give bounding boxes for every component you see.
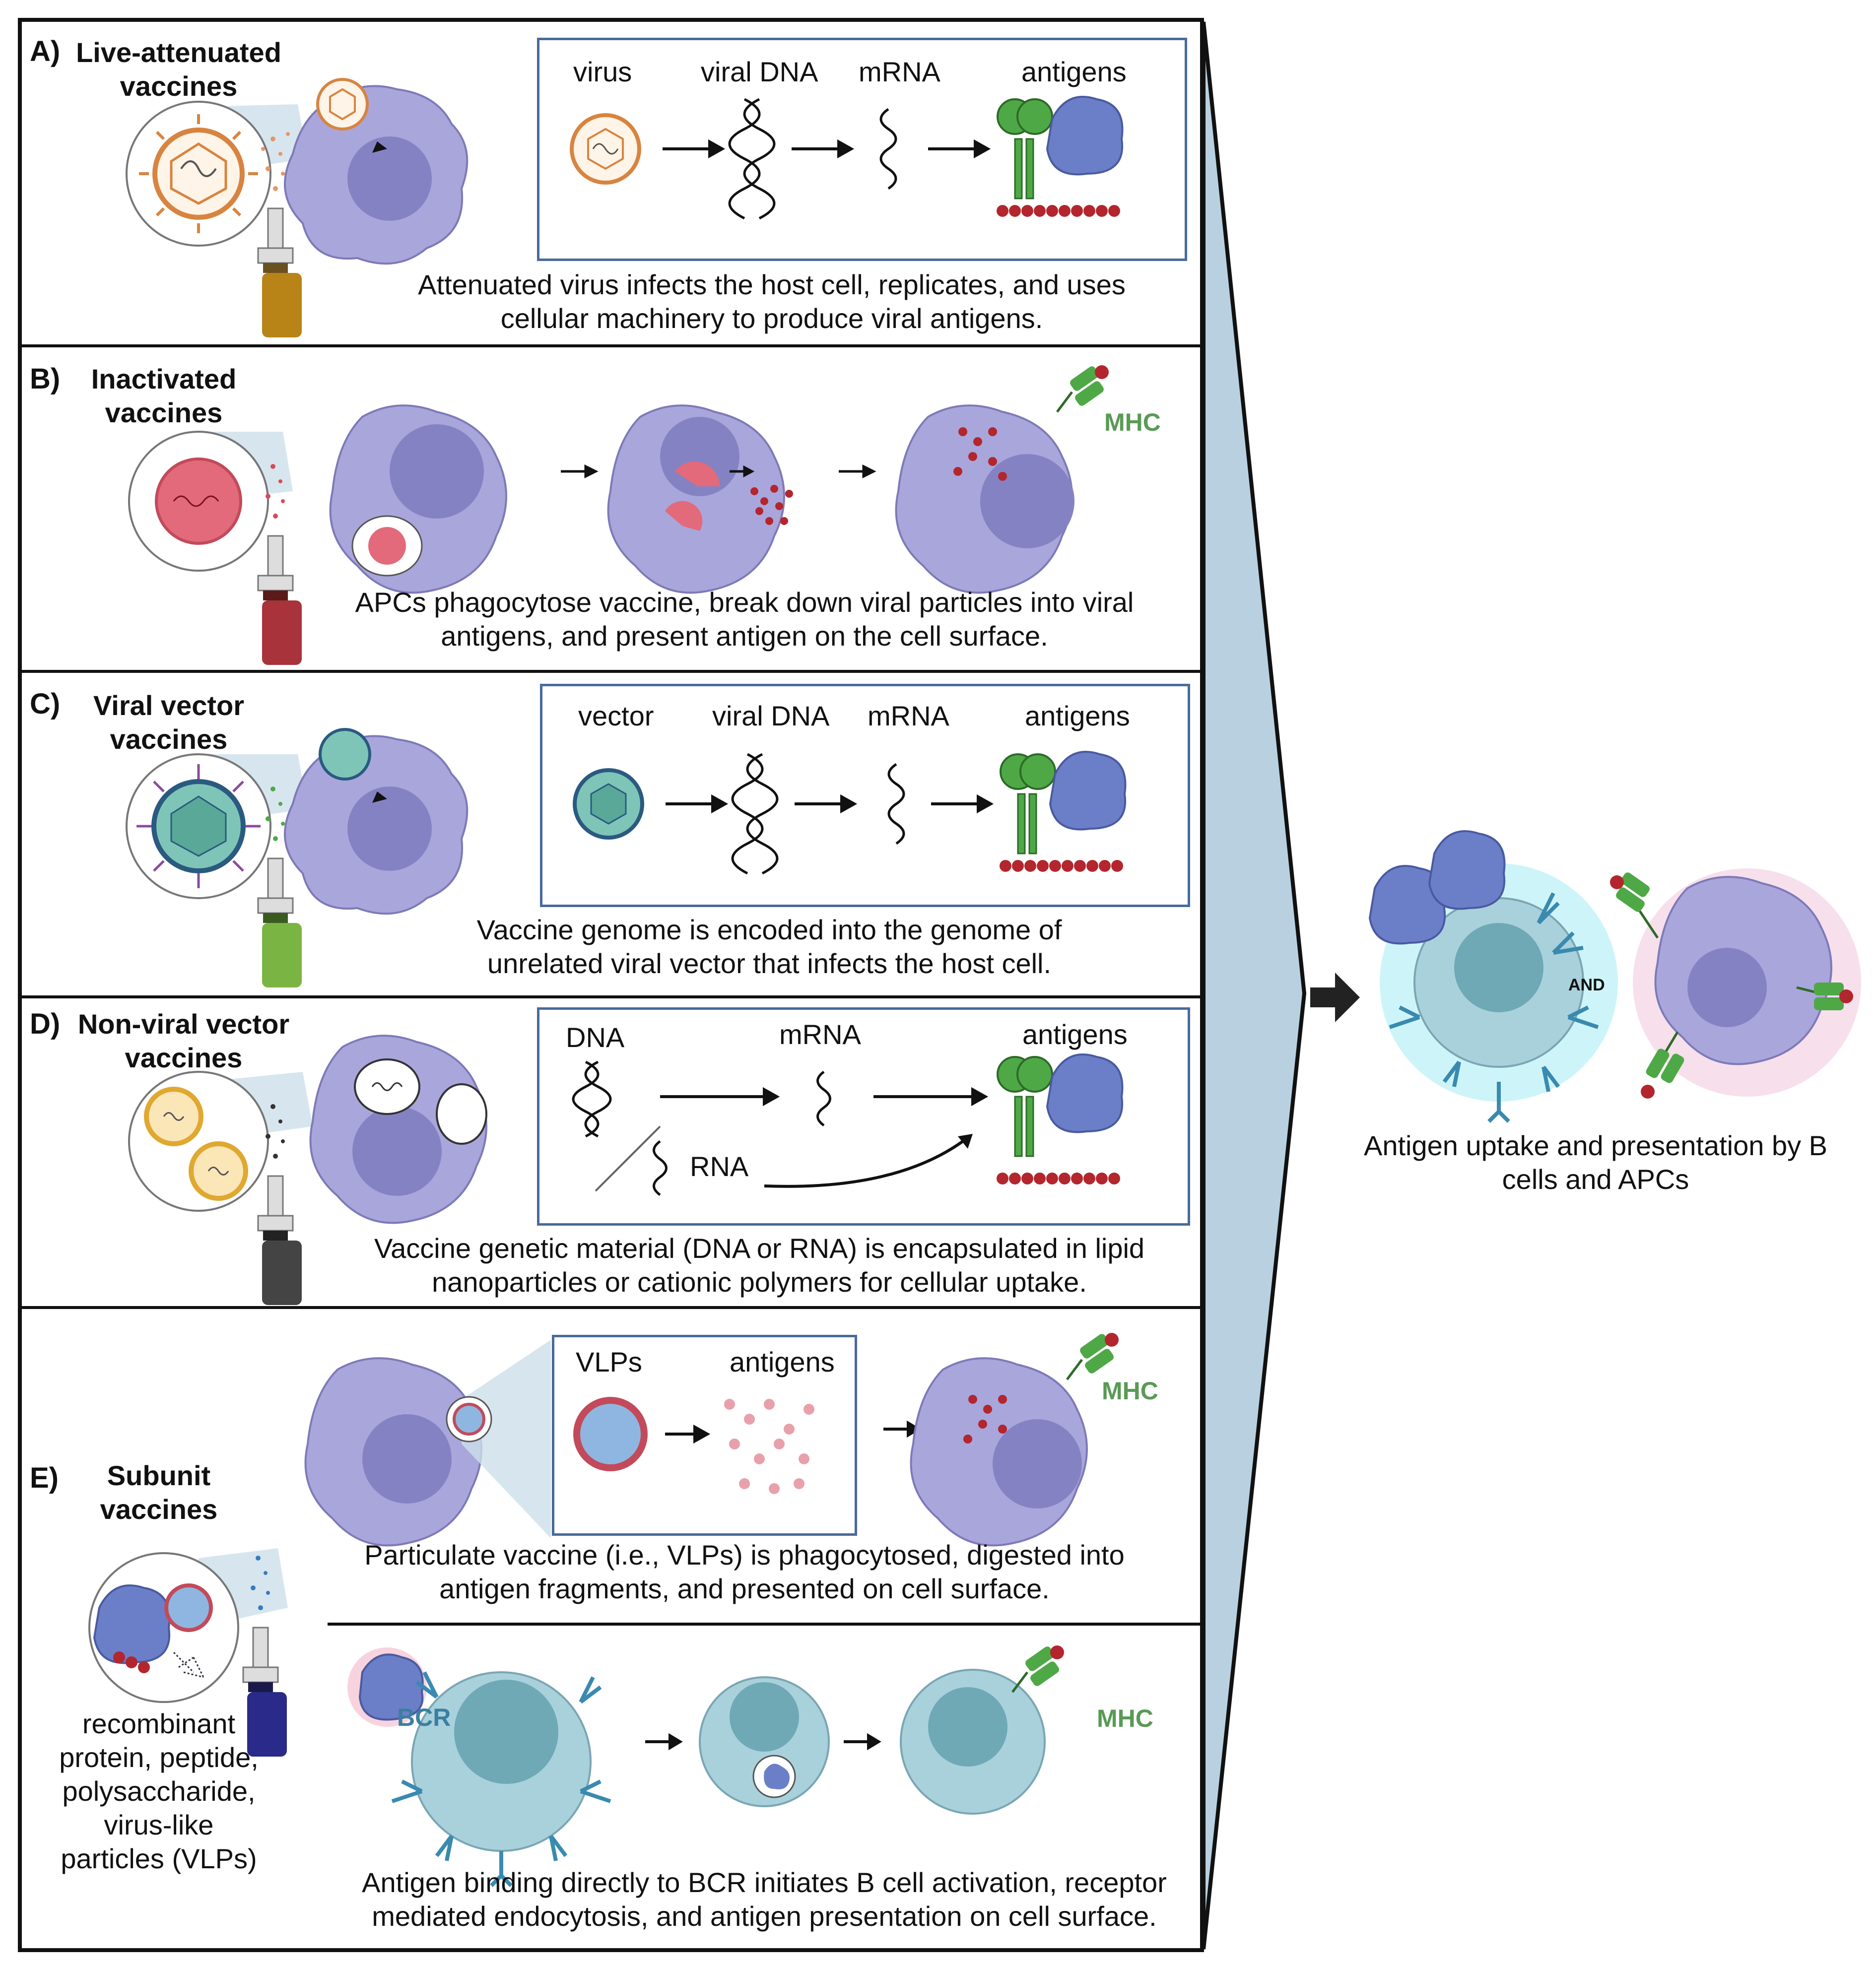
bcr-icon [1389,892,1599,1123]
panel-e-illustration [88,1548,288,1757]
and-label: AND [1568,976,1605,994]
panel-e-bcell-illustration [347,1645,1064,1887]
protein-icon [1049,751,1127,831]
panel-caption: Antigen binding directly to BCR initiate… [362,1867,1167,1932]
step-label: VLPs [576,1346,642,1377]
step-label: antigens [1022,1019,1128,1050]
panel-letter: E) [30,1462,59,1494]
protein-icon [358,1653,424,1721]
panel-letter: A) [30,35,61,67]
panel-caption: Attenuated virus infects the host cell, … [418,269,1126,334]
step-label: vector [578,700,654,731]
mhc-label: MHC [1097,1705,1153,1732]
apc-cell-icon [607,404,785,594]
summary-illustration [1368,830,1861,1123]
step-label: mRNA [779,1019,861,1050]
summary-caption: Antigen uptake and presentation by B cel… [1363,1130,1827,1195]
spray-bottle-icon [252,1627,269,1668]
panel-letter: C) [30,688,61,720]
nucleus [347,136,432,221]
mhc-label: MHC [1104,408,1161,436]
dna-icon [728,98,776,220]
vlp-icon [573,1397,648,1471]
protein-icon [1428,830,1506,910]
vaccine-types: recombinant protein, peptide, polysaccha… [59,1708,259,1874]
panel-caption: Particulate vaccine (i.e., VLPs) is phag… [364,1539,1125,1604]
inactivated-virus-icon [155,458,242,545]
dna-icon [731,753,779,875]
step-label: antigens [1021,56,1127,87]
antigen-fragments [724,1399,814,1494]
dna-icon [572,1060,612,1138]
panel-caption: Vaccine genetic material (DNA or RNA) is… [374,1233,1145,1298]
mhc-icon [1011,1645,1064,1693]
step-label: viral DNA [701,56,818,87]
protein-icon [1046,1053,1124,1133]
step-label: RNA [690,1151,749,1182]
spray-bottle-icon [267,207,284,249]
mhc-antigen-icon [997,1056,1053,1157]
panel-c-pathway [573,751,1127,875]
virus-icon [152,128,245,220]
panel-letter: B) [30,363,61,395]
rna-icon [653,1140,668,1196]
summary-wedge [1202,21,1307,1950]
panel-title: Live-attenuated vaccines [76,37,281,102]
panel-title: Subunit vaccines [100,1460,218,1525]
peptide-beads [1000,860,1123,872]
step-label: antigens [730,1346,835,1377]
panel-e-inset-content [573,1397,814,1494]
spray-bottle-icon [267,1175,284,1217]
panel-title: Inactivated vaccines [91,363,237,428]
panel-b-illustration [128,365,1109,665]
panel-title: Non-viral vector vaccines [77,1008,290,1073]
panel-d-illustration [128,1035,487,1305]
protein-icon [93,1584,171,1664]
panel-caption: APCs phagocytose vaccine, break down vir… [355,587,1134,652]
bcr-icon [391,1671,611,1887]
spray-bottle-icon [267,857,284,899]
mhc-label: MHC [1102,1377,1158,1405]
bcr-label: BCR [397,1704,451,1731]
mhc-icon [1610,872,1853,1099]
protein-icon [1368,865,1446,945]
protein-icon [1046,96,1124,176]
mrna-icon [816,1070,831,1127]
spray-bottle-icon [267,535,284,577]
panel-a-illustration [126,78,469,337]
polysaccharide-icon [173,1651,204,1678]
step-label: viral DNA [712,700,830,731]
peptide-beads [997,205,1120,217]
mhc-antigen-icon [997,98,1053,199]
mrna-icon [879,108,897,190]
panel-d-pathway [572,1053,1124,1196]
mhc-antigen-icon [1000,753,1056,854]
divider [328,1623,1201,1626]
vlp-icon [164,1583,213,1632]
summary-arrow-icon [1310,973,1360,1022]
panel-c-illustration [126,728,469,987]
panel-a-pathway [570,96,1124,220]
step-label: antigens [1025,700,1130,731]
peptide-beads [997,1173,1120,1184]
step-label: DNA [566,1022,625,1053]
panel-title: Viral vector vaccines [93,690,245,755]
panel-letter: D) [30,1008,61,1040]
panel-inactivated [20,347,1202,673]
panel-caption: Vaccine genome is encoded into the genom… [476,914,1062,979]
mhc-icon [1066,1333,1119,1380]
panel-live-attenuated [20,22,1202,347]
mrna-icon [887,763,905,845]
mhc-icon [1056,365,1109,413]
panel-viral-vector [20,673,1202,998]
step-label: mRNA [868,700,949,731]
step-label: mRNA [859,56,940,87]
step-label: virus [573,56,632,87]
panel-non-viral-vector [20,998,1202,1309]
